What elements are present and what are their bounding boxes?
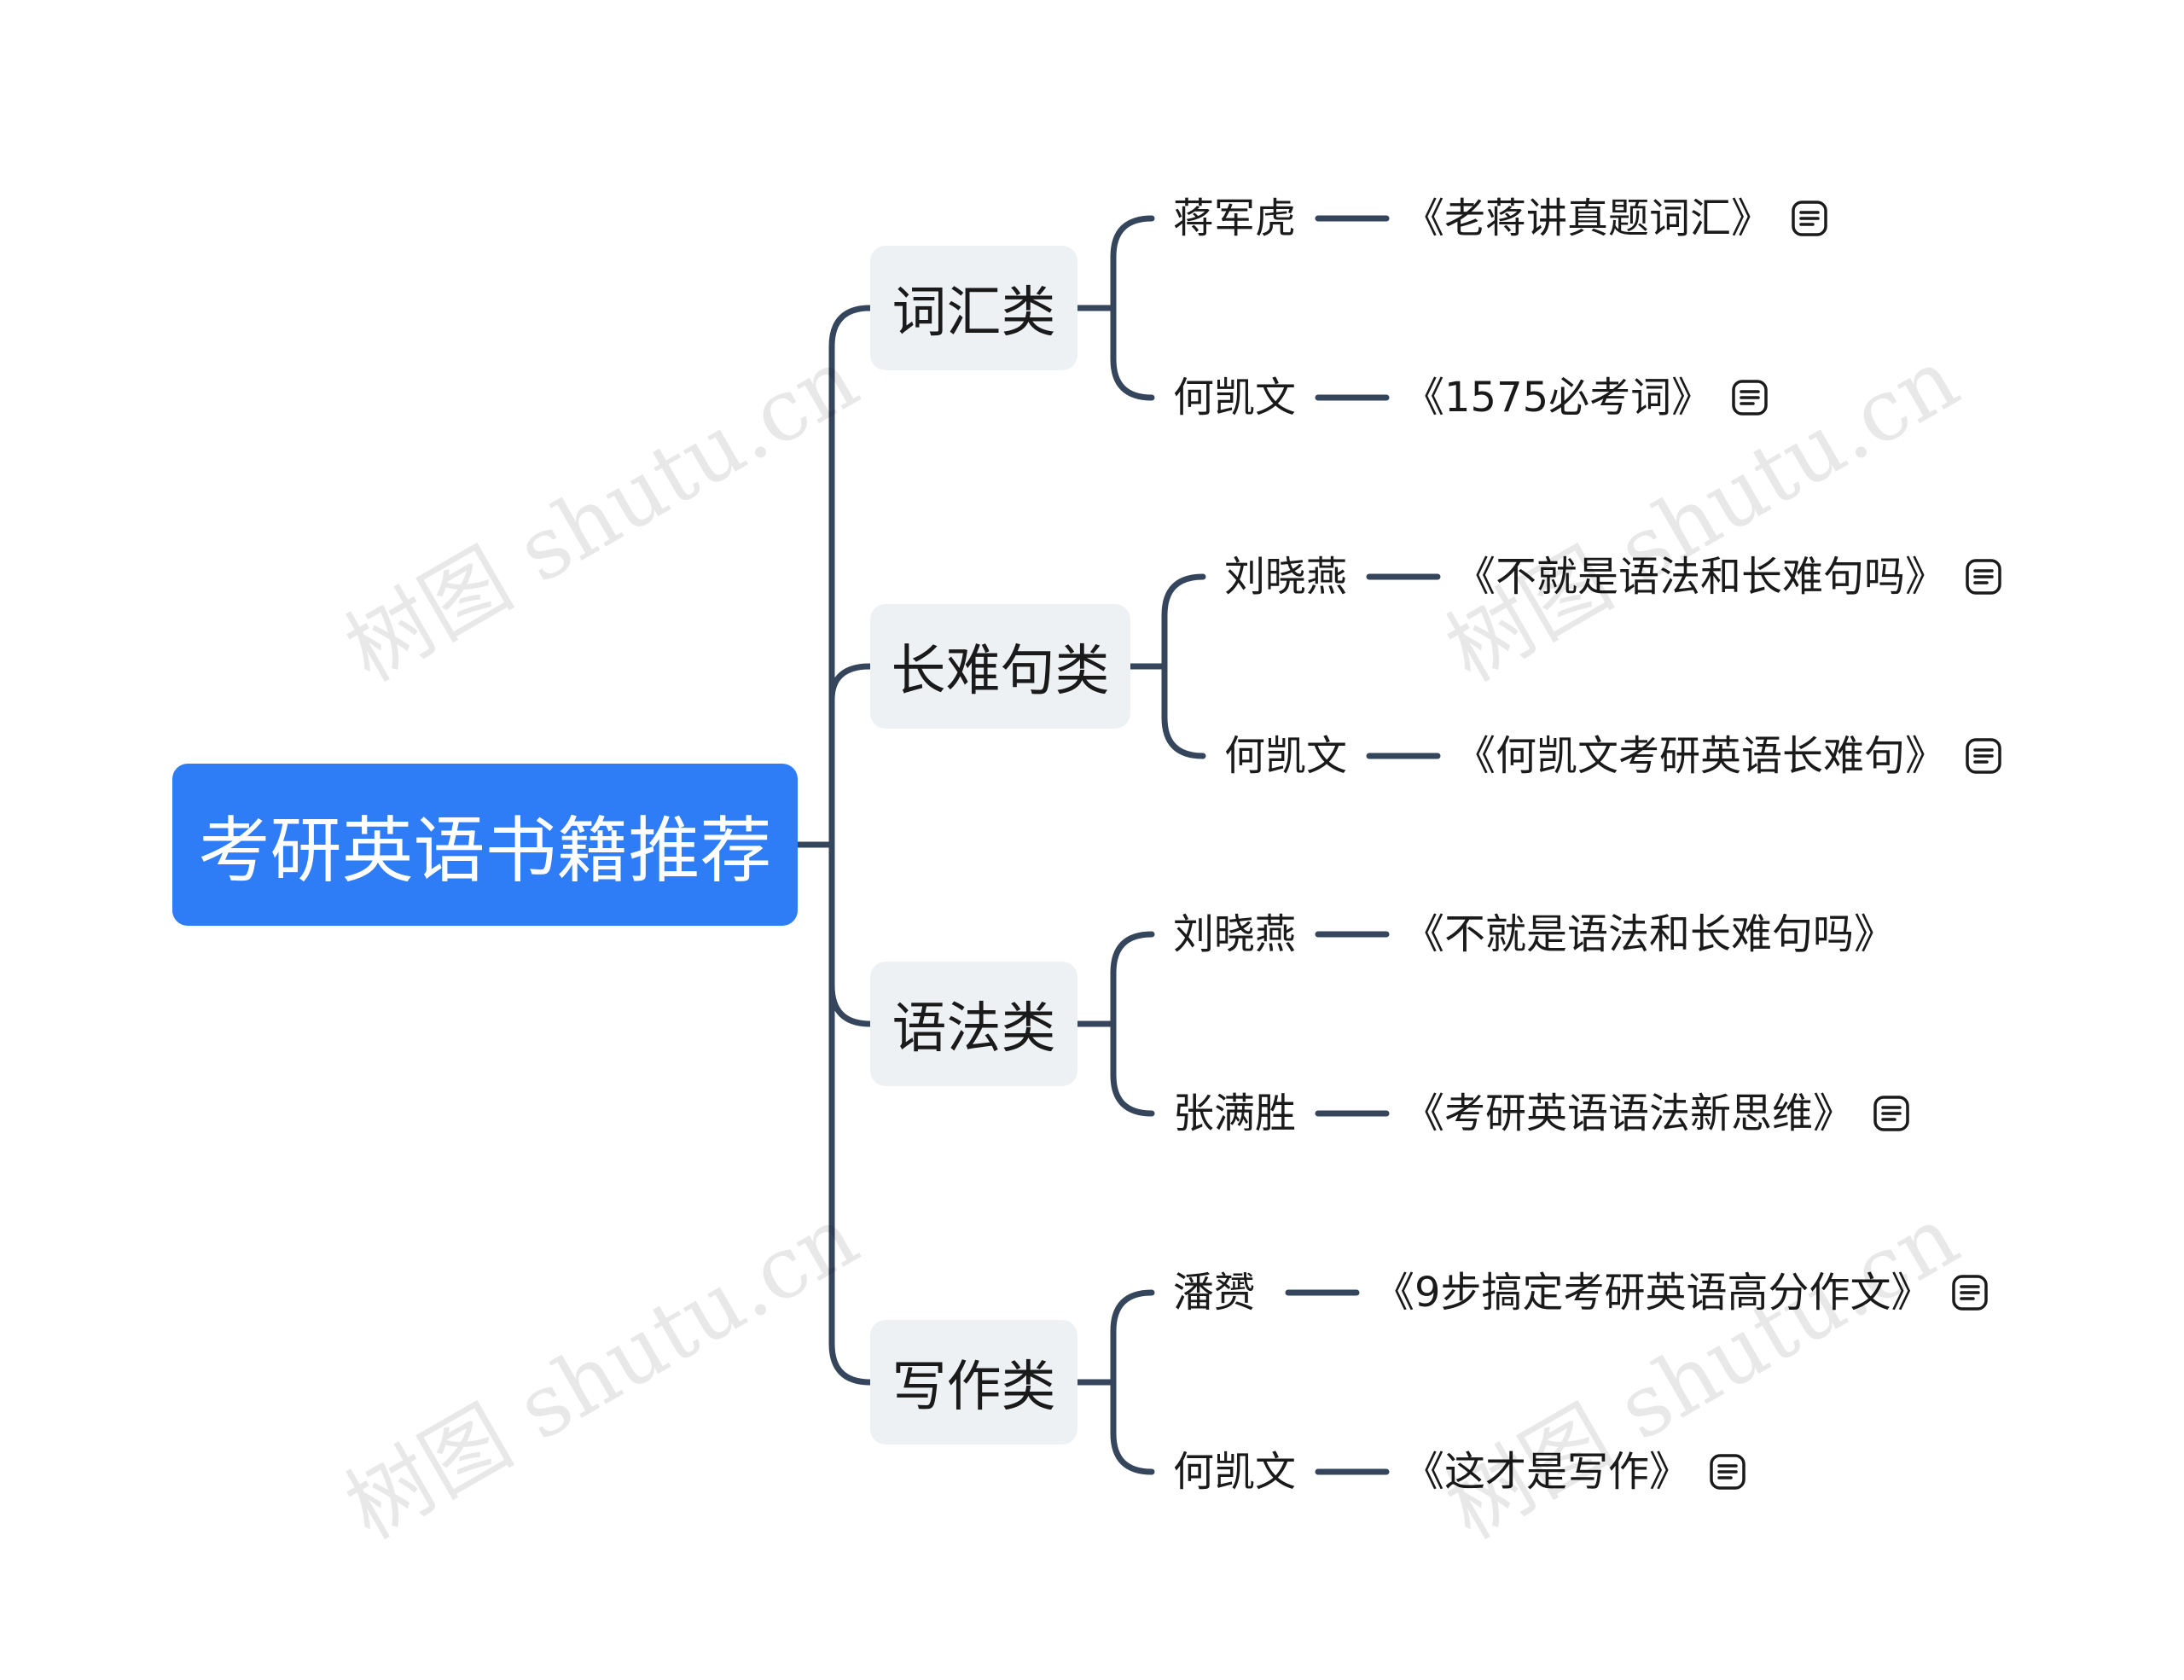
- note-icon[interactable]: [1951, 1274, 1989, 1311]
- cat4-bracket: [1110, 1289, 1155, 1475]
- note-icon[interactable]: [1965, 558, 2002, 596]
- author-node[interactable]: 潘赟: [1173, 1269, 1256, 1317]
- book-node[interactable]: 《不就是语法和长难句吗》: [1403, 909, 1895, 960]
- author-node[interactable]: 张满胜: [1173, 1090, 1297, 1137]
- trunk-line: [828, 305, 874, 1386]
- author-node[interactable]: 刘晓燕: [1224, 553, 1348, 601]
- book-node[interactable]: 《1575必考词》: [1403, 372, 1769, 423]
- book-node[interactable]: 《这才是写作》: [1403, 1446, 1746, 1497]
- note-icon[interactable]: [1709, 1453, 1746, 1491]
- book-node[interactable]: 《何凯文考研英语长难句》: [1455, 730, 2002, 782]
- book-title: 《这才是写作》: [1403, 1448, 1691, 1496]
- category-grammar[interactable]: 语法类: [870, 962, 1077, 1086]
- cat3-bracket: [1110, 931, 1155, 1117]
- book-title: 《老蒋讲真题词汇》: [1403, 195, 1773, 242]
- note-icon[interactable]: [1965, 737, 2002, 775]
- category-long-sentences[interactable]: 长难句类: [870, 604, 1130, 729]
- author-node[interactable]: 何凯文: [1173, 374, 1297, 421]
- note-icon[interactable]: [1791, 200, 1828, 237]
- trunk-branch-3: [828, 982, 874, 1027]
- book-title: 《1575必考词》: [1403, 374, 1713, 421]
- book-node[interactable]: 《不就是语法和长难句吗》: [1455, 551, 2002, 602]
- book-node[interactable]: 《考研英语语法新思维》: [1403, 1088, 1910, 1139]
- book-title: 《何凯文考研英语长难句》: [1455, 732, 1947, 780]
- author-node[interactable]: 蒋军虎: [1173, 195, 1297, 242]
- trunk-branch-2: [828, 663, 874, 703]
- category-vocabulary[interactable]: 词汇类: [870, 246, 1077, 370]
- book-node[interactable]: 《老蒋讲真题词汇》: [1403, 193, 1828, 244]
- book-node[interactable]: 《9步搞定考研英语高分作文》: [1374, 1267, 1989, 1318]
- book-title: 《9步搞定考研英语高分作文》: [1374, 1269, 1932, 1317]
- book-title: 《考研英语语法新思维》: [1403, 1090, 1855, 1137]
- author-node[interactable]: 刘晓燕: [1173, 910, 1297, 958]
- cat2-bracket: [1161, 573, 1206, 759]
- book-title: 《不就是语法和长难句吗》: [1403, 910, 1896, 958]
- category-writing[interactable]: 写作类: [870, 1320, 1077, 1445]
- note-icon[interactable]: [1731, 379, 1769, 416]
- cat1-bracket: [1110, 215, 1155, 401]
- note-icon[interactable]: [1873, 1095, 1910, 1132]
- book-title: 《不就是语法和长难句吗》: [1455, 553, 1947, 601]
- root-node[interactable]: 考研英语书籍推荐: [172, 764, 798, 926]
- author-node[interactable]: 何凯文: [1173, 1448, 1297, 1496]
- author-node[interactable]: 何凯文: [1224, 732, 1348, 780]
